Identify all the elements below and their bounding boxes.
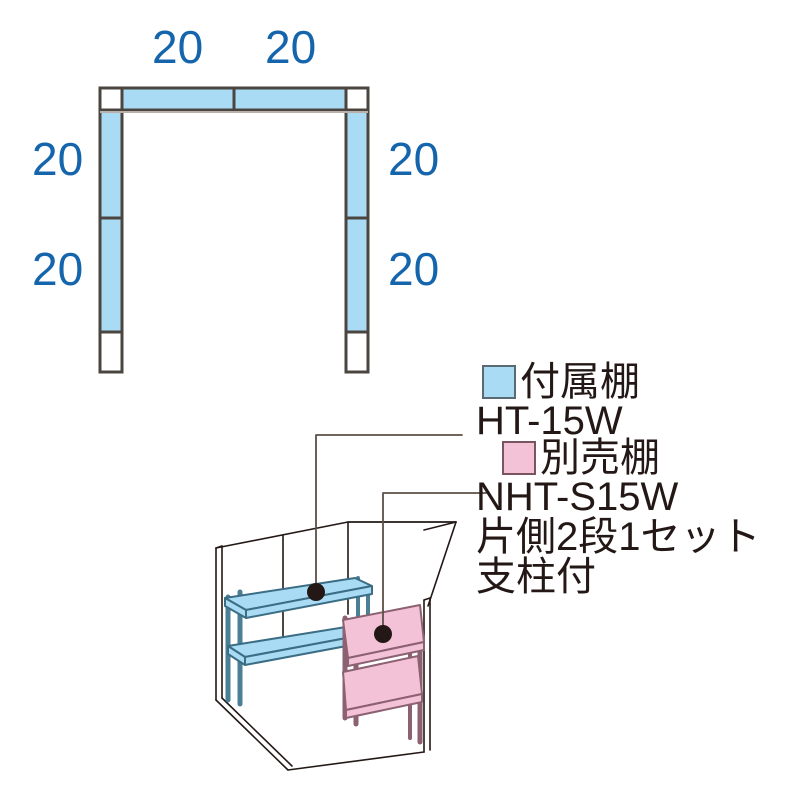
cabinet-floor-back-edge: [221, 697, 293, 767]
legend-model-optional-shelf: NHT-S15W: [476, 475, 679, 519]
legend-swatch-optional-shelf: [502, 441, 536, 475]
legend-item-optional-shelf: 別売棚: [474, 438, 794, 478]
legend-label-attached-shelf: 付属棚: [520, 360, 640, 404]
rail-top-right-blue: [232, 86, 348, 112]
corner-block-top-right: [344, 86, 370, 112]
dimension-label-top-left: 20: [152, 21, 204, 73]
legend-note-optional-shelf-1: 片側2段1セット: [476, 515, 761, 559]
cabinet-corner-post-front-right-cap: [423, 597, 431, 601]
legend-note-optional-shelf-2: 支柱付: [476, 555, 596, 599]
dimension-label-left-lower: 20: [32, 243, 84, 295]
leader-line-attached-shelf: [315, 434, 463, 593]
u-frame-group: [98, 86, 370, 374]
cabinet-right-wall-diagonal: [427, 521, 457, 607]
dimension-label-left-upper: 20: [32, 133, 84, 185]
cabinet-right-wall-top: [423, 521, 457, 531]
optional-shelf-upper-front-face: [347, 641, 425, 667]
optional-shelf-lower-front-face: [345, 693, 423, 719]
legend-model-attached-shelf: HT-15W: [476, 399, 623, 443]
cabinet-isometric-group: [215, 434, 487, 771]
dimension-label-right-lower: 20: [388, 243, 440, 295]
legend-label-optional-shelf: 別売棚: [540, 436, 660, 480]
cabinet-corner-post-back-left-cap: [215, 545, 223, 549]
leader-dot-optional-shelf: [374, 625, 392, 643]
post-left-upper-blue: [98, 108, 124, 220]
legend: 付属棚 HT-15W 別売棚 NHT-S15W 片側2段1セット 支柱付: [474, 362, 794, 598]
dimension-label-top-right: 20: [265, 21, 317, 73]
post-right-foot: [344, 330, 370, 374]
rail-top-left-blue: [120, 86, 236, 112]
leader-dot-attached-shelf: [307, 583, 325, 601]
dimension-label-right-upper: 20: [388, 133, 440, 185]
post-left-foot: [98, 330, 124, 374]
legend-item-attached-shelf: 付属棚: [474, 362, 794, 402]
corner-block-top-left: [98, 86, 124, 112]
cabinet-floor-left-edge: [215, 699, 289, 771]
cabinet-floor-front-edge: [287, 751, 425, 771]
legend-swatch-attached-shelf: [482, 365, 516, 399]
post-right-lower-blue: [344, 216, 370, 334]
post-right-upper-blue: [344, 108, 370, 220]
attached-shelf-upper-right-face: [245, 585, 373, 619]
cabinet-back-top-edge: [215, 521, 457, 549]
post-left-lower-blue: [98, 216, 124, 334]
leader-line-optional-shelf: [382, 492, 487, 635]
